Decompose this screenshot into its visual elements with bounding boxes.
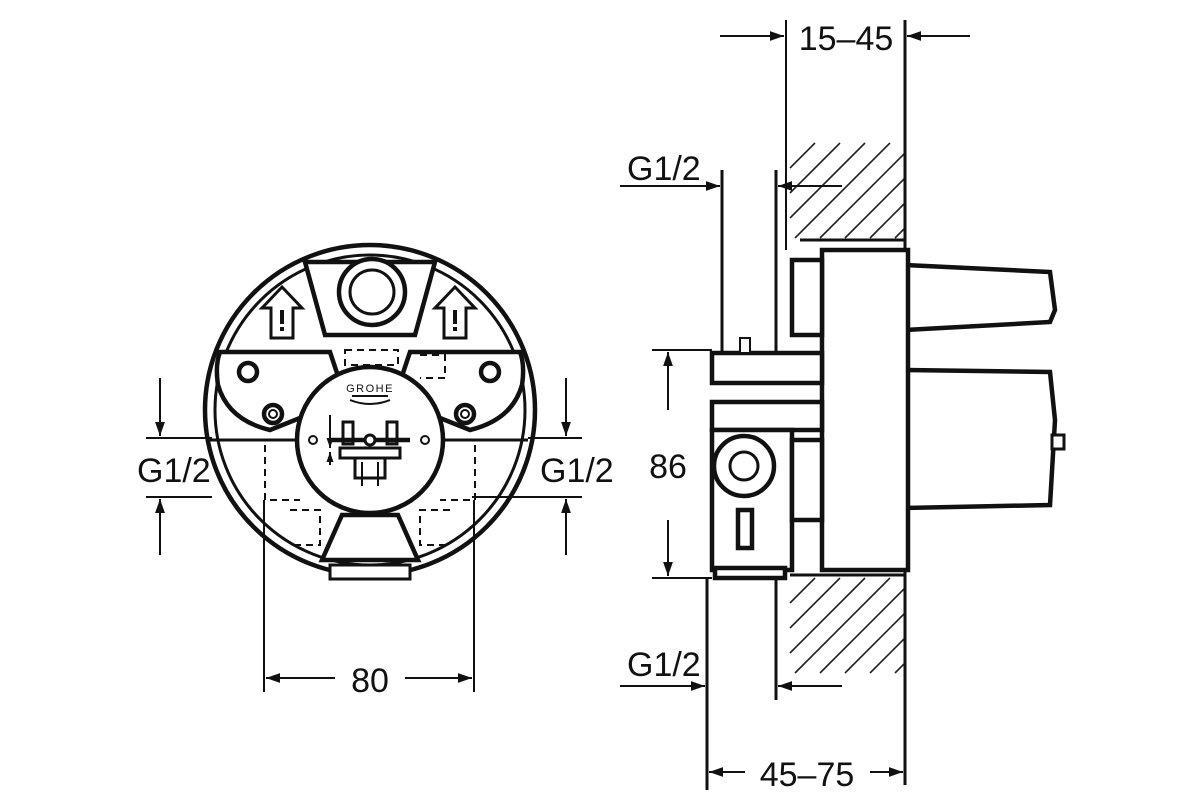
- front-view: GROHE G1/2: [137, 242, 614, 700]
- height-dimension: 86: [649, 349, 712, 579]
- bottom-tab: [328, 563, 412, 581]
- right-screw: [453, 402, 477, 426]
- left-warning-arrow: [258, 284, 306, 340]
- bottom-segment: [318, 512, 422, 563]
- side-bottom-inlet-dimension: G1/2: [620, 646, 842, 691]
- height-label: 86: [649, 448, 687, 486]
- wall-depth-dimension: 15–45: [720, 20, 970, 58]
- side-top-inlet-dimension: G1/2: [620, 150, 842, 191]
- right-inlet-label: G1/2: [540, 452, 614, 490]
- side-view: 15–45 G1/2 86 G1/2 45–75: [620, 20, 1066, 794]
- width-label: 80: [351, 662, 389, 700]
- rough-in-housing: [709, 247, 1066, 581]
- left-screw: [261, 402, 285, 426]
- side-bottom-inlet-label: G1/2: [627, 646, 701, 684]
- left-inlet-label: G1/2: [137, 452, 211, 490]
- valve-core: [308, 415, 430, 486]
- width-dimension: 80: [263, 500, 475, 700]
- side-top-inlet-label: G1/2: [627, 150, 701, 188]
- right-warning-arrow: [431, 284, 479, 340]
- install-depth-dimension: 45–75: [709, 756, 903, 794]
- install-depth-label: 45–75: [760, 756, 855, 794]
- wall-hatch-bottom: [789, 577, 906, 674]
- top-port-inner: [348, 268, 396, 316]
- left-mount-hole: [236, 360, 260, 384]
- left-inlet-dimension: G1/2: [137, 378, 212, 555]
- right-inlet-dimension: G1/2: [472, 378, 614, 555]
- brand-logo: GROHE: [346, 383, 394, 395]
- wall-depth-label: 15–45: [799, 20, 894, 58]
- right-mount-hole: [478, 360, 502, 384]
- wall-hatch-top: [789, 142, 906, 239]
